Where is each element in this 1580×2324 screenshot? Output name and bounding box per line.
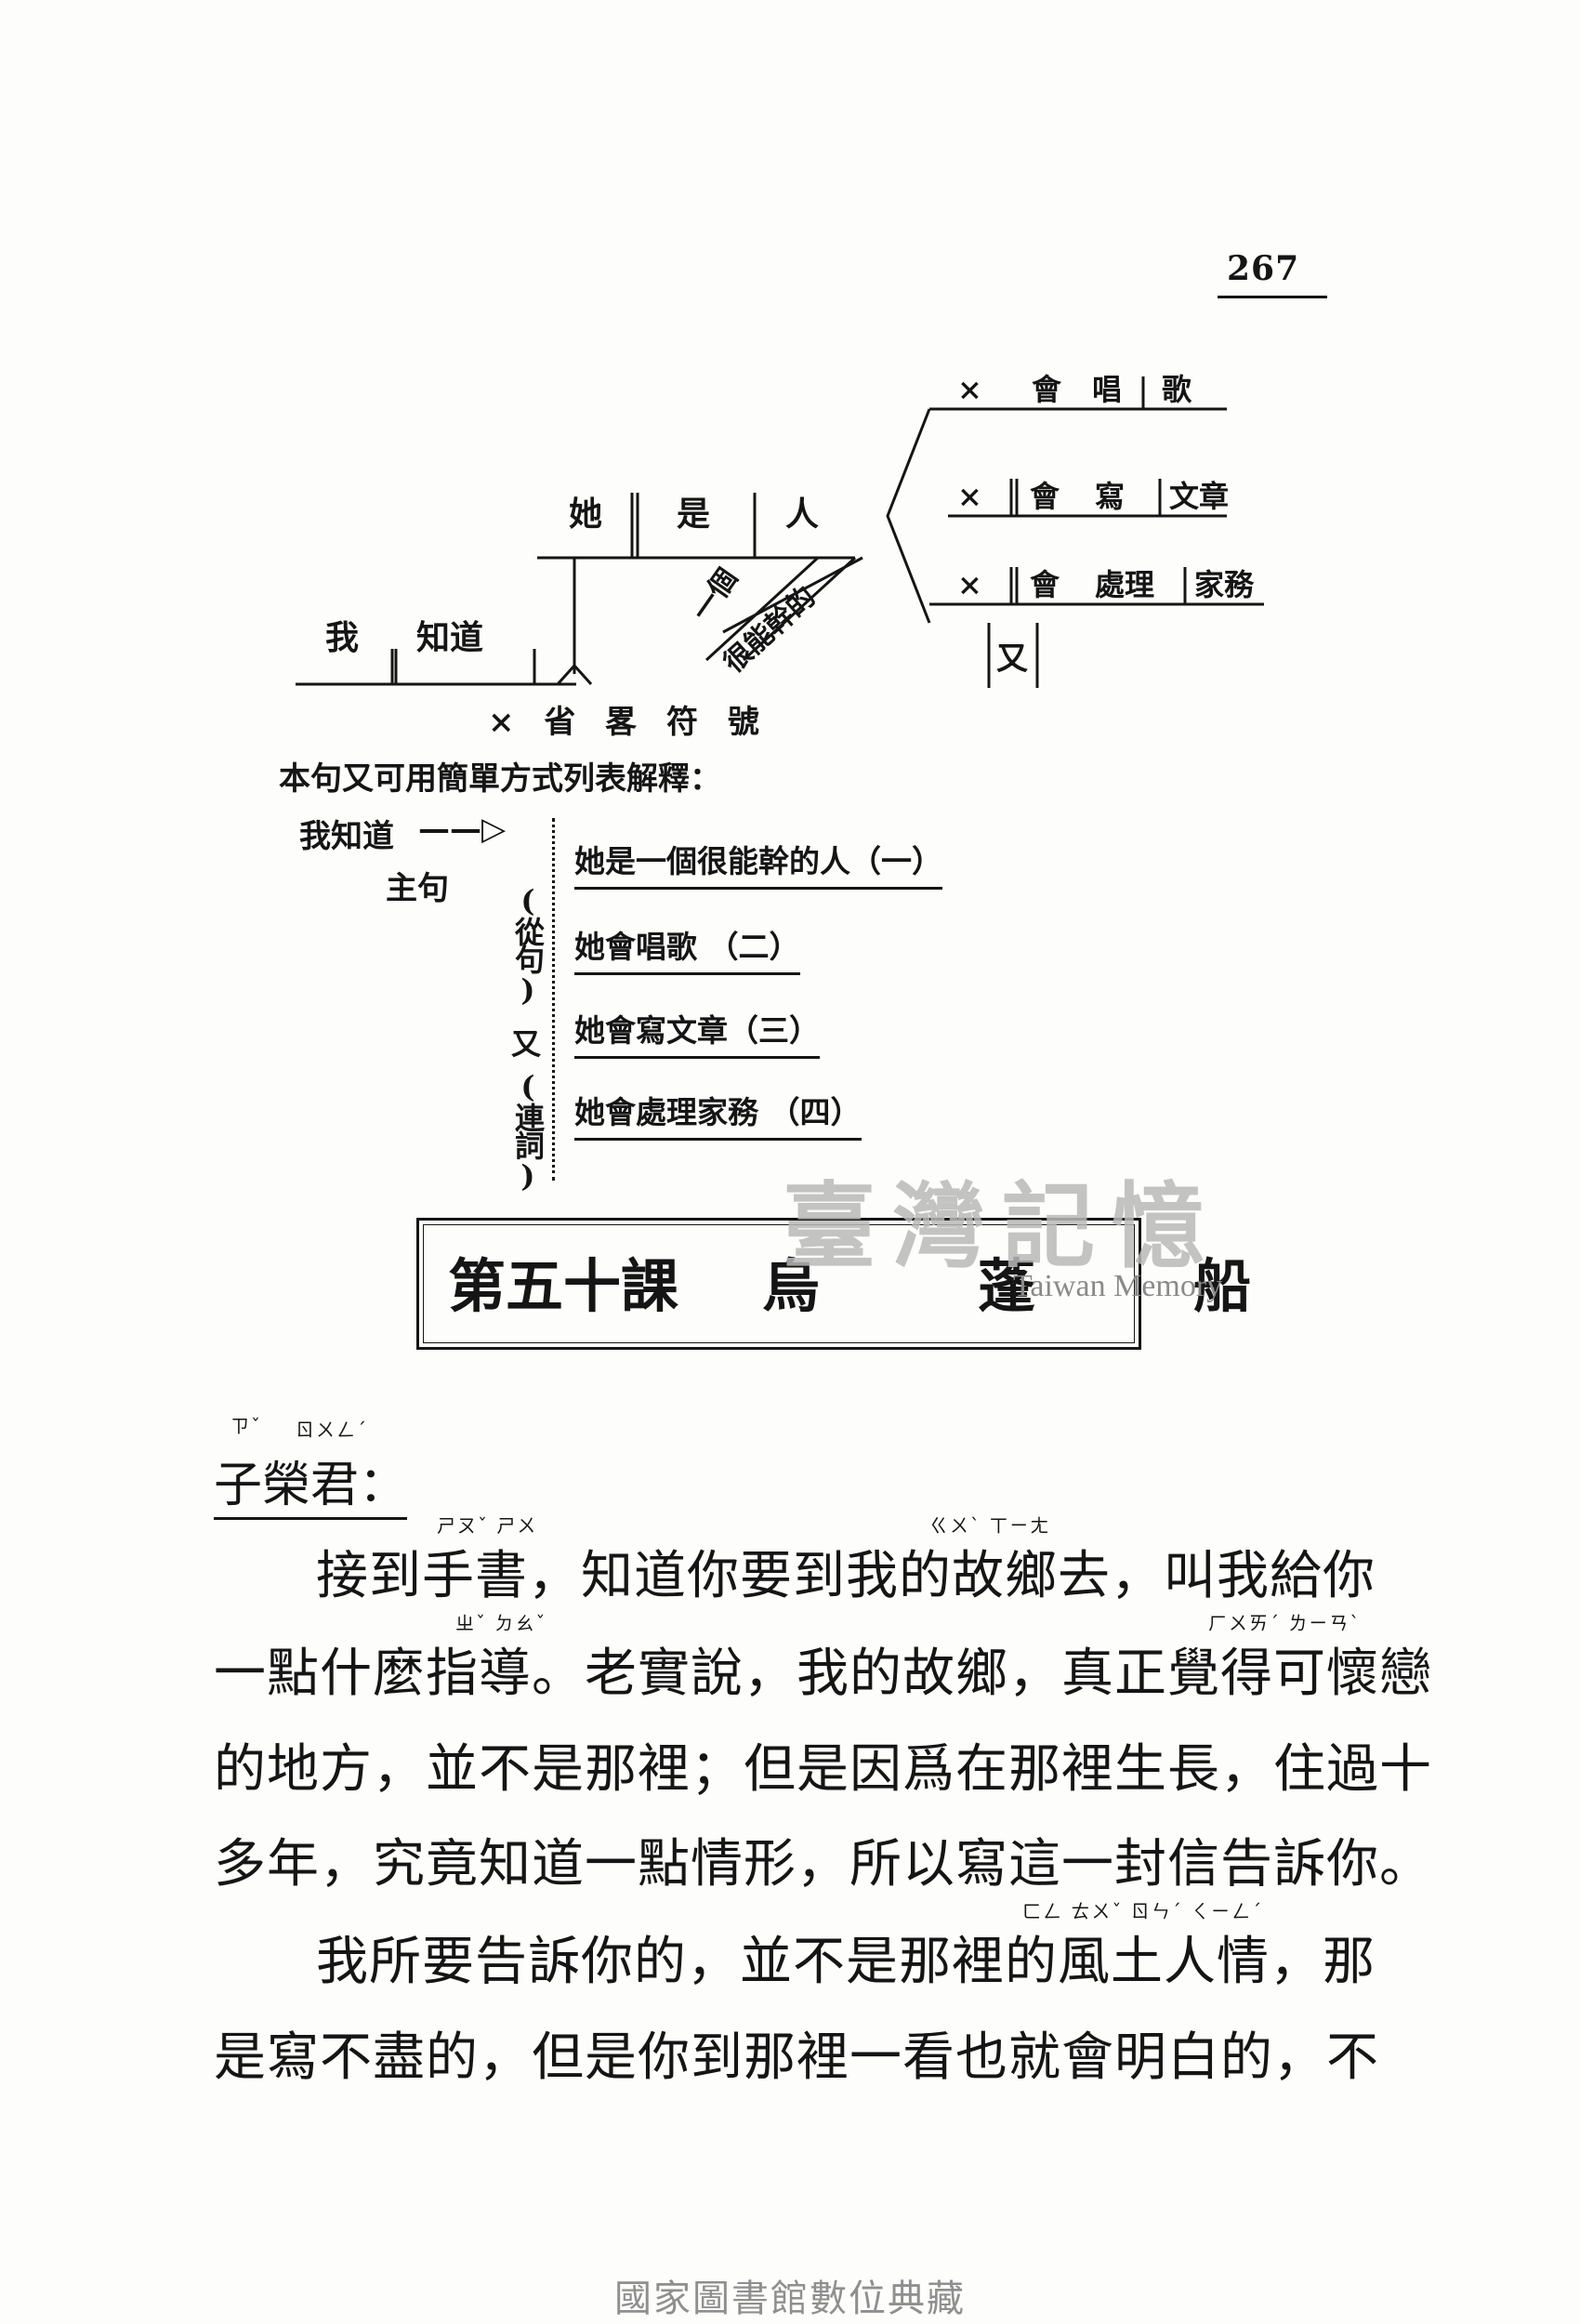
annotation-zi: ㄗˇ bbox=[230, 1415, 262, 1437]
salutation: 子榮君： bbox=[214, 1446, 408, 1520]
diagram-clause-verb: 是 bbox=[677, 495, 710, 534]
annotation-rong: ㄖㄨㄥˊ bbox=[296, 1419, 368, 1441]
connective-label: (連詞) bbox=[510, 1069, 546, 1192]
clause-item-3: 她會寫文章（三） bbox=[574, 1006, 820, 1059]
annotation-zhidao: ㄓˇ ㄉㄠˇ bbox=[455, 1612, 547, 1634]
body-line-1: 接到手書，知道你要到我的故鄉去，叫我給你 bbox=[316, 1546, 1376, 1606]
diagram-branch-2-object: 文章 bbox=[1169, 479, 1229, 514]
diagram-clause-object: 人 bbox=[785, 495, 819, 534]
diagram-branch-3-object: 家務 bbox=[1194, 567, 1255, 602]
main-clause-text: 我知道 bbox=[299, 818, 394, 855]
lesson-title-box bbox=[416, 1218, 1141, 1350]
body-line-5: 我所要告訴你的，並不是那裡的風土人情，那 bbox=[316, 1932, 1376, 1992]
branch-fork bbox=[886, 408, 931, 624]
diagram-modifier-1: 一個 bbox=[686, 562, 744, 627]
diagram-branch-1-x: × bbox=[957, 372, 982, 407]
annotation-huailian: ㄏㄨㄞˊ ㄌㄧㄢˋ bbox=[1208, 1612, 1362, 1634]
clause-item-1: 她是一個很能幹的人（一） bbox=[574, 837, 942, 890]
diagram-legend: × 省 畧 符 號 bbox=[488, 704, 769, 741]
watermark-text: Taiwan Memory bbox=[1013, 1269, 1223, 1303]
annotation-guxiang: ㄍㄨˋ ㄒㄧㄤ bbox=[929, 1514, 1051, 1537]
diagram-branch-1-verb: 唱 bbox=[1092, 372, 1122, 407]
lesson-word-3: 船 bbox=[1193, 1252, 1252, 1320]
diagram-branch-3-aux: 會 bbox=[1030, 567, 1060, 602]
clause-item-2: 她會唱歌 （二） bbox=[574, 922, 800, 975]
body-line-3: 的地方，並不是那裡；但是因爲在那裡生長，住過十 bbox=[214, 1739, 1432, 1800]
clause-stilt-foot bbox=[556, 663, 593, 686]
diagram-main-verb: 知道 bbox=[416, 618, 483, 657]
main-clause-arrow: ——▷ bbox=[418, 811, 507, 848]
diagram-branch-2-x: × bbox=[957, 479, 982, 514]
conj-label: 又 bbox=[511, 1026, 542, 1062]
clause-bracket bbox=[552, 818, 559, 1181]
diagram-branch-2-verb: 寫 bbox=[1095, 479, 1125, 514]
body-line-4: 多年，究竟知道一點情形，所以寫這一封信告訴你。 bbox=[214, 1834, 1432, 1895]
lesson-word-2: 蓬 bbox=[978, 1252, 1036, 1320]
list-intro: 本句又可用簡單方式列表解釋： bbox=[279, 760, 721, 798]
page-number-rule bbox=[1218, 296, 1327, 298]
lesson-title: 第五十課 烏 蓬 船 bbox=[448, 1239, 1251, 1323]
lesson-number: 第五十課 bbox=[448, 1252, 679, 1320]
footer-credit: 國家圖書館數位典藏 bbox=[614, 2278, 966, 2320]
diagram-conjunction: 又 bbox=[996, 640, 1028, 678]
diagram-clause-subject: 她 bbox=[569, 495, 602, 534]
subordinate-label: (從句) bbox=[510, 883, 546, 1006]
modifier-diagonal-1 bbox=[704, 556, 820, 662]
diagram-branch-3-x: × bbox=[957, 567, 982, 602]
annotation-shoushu: ㄕㄡˇ ㄕㄨ bbox=[437, 1514, 538, 1537]
main-clause-label: 主句 bbox=[386, 870, 449, 907]
clause-item-4: 她會處理家務 （四） bbox=[574, 1088, 862, 1141]
page-number: 267 bbox=[1227, 249, 1300, 288]
sentence-diagram: 我 知道 她 是 人 一個 很能幹的 × 會 唱 歌 × 會 寫 文章 × 會 … bbox=[296, 372, 1264, 741]
modifier-diagonal-2 bbox=[742, 556, 857, 662]
annotation-fengtu: ㄈㄥ ㄊㄨˇ ㄖㄣˊ ㄑㄧㄥˊ bbox=[1022, 1900, 1264, 1922]
diagram-main-subject: 我 bbox=[325, 618, 359, 657]
diagram-branch-2-aux: 會 bbox=[1030, 479, 1060, 514]
watermark-logo: 臺灣記憶 bbox=[783, 1172, 1221, 1281]
body-line-6: 是寫不盡的，但是你到那裡一看也就會明白的，不 bbox=[214, 2027, 1379, 2088]
diagram-branch-1-aux: 會 bbox=[1032, 372, 1062, 407]
diagram-branch-3-verb: 處理 bbox=[1095, 567, 1154, 602]
lesson-word-1: 烏 bbox=[762, 1252, 821, 1320]
diagram-branch-1-object: 歌 bbox=[1162, 372, 1192, 407]
body-line-2: 一點什麼指導。老實說，我的故鄉，真正覺得可懷戀 bbox=[214, 1644, 1432, 1704]
